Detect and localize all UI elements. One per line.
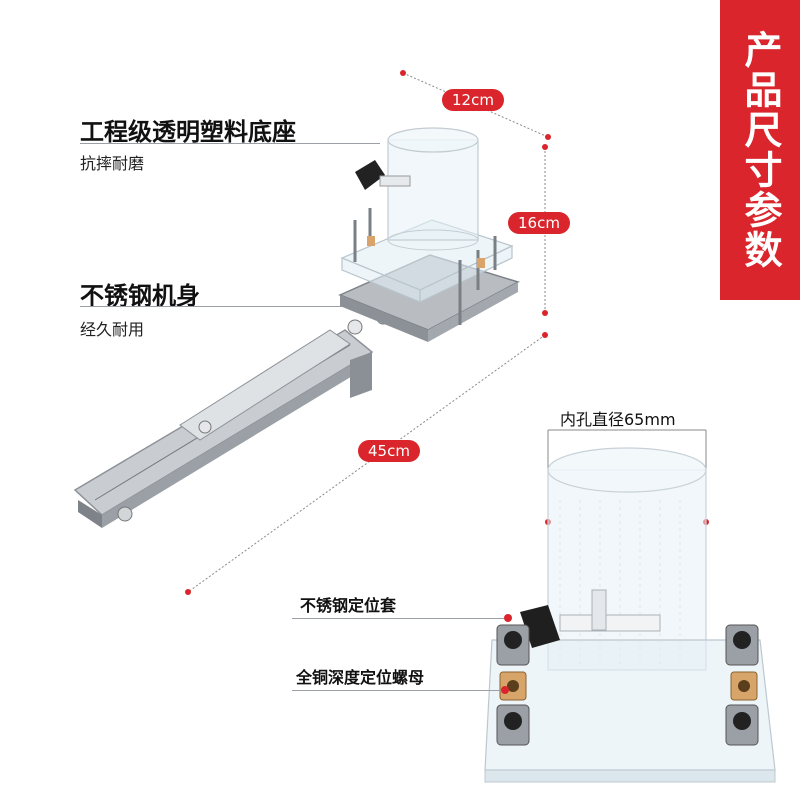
- inner-hole-label: 内孔直径65mm: [560, 410, 676, 429]
- closeup-sleeves: [496, 624, 759, 746]
- closeup-cylinder: [547, 447, 707, 672]
- dim-height-label: 16cm: [508, 212, 570, 234]
- closeup-knob: [520, 589, 661, 648]
- dim-width-label: 12cm: [442, 89, 504, 111]
- callout-sleeve: 不锈钢定位套: [300, 596, 397, 615]
- feature-body-subtitle: 经久耐用: [80, 320, 145, 339]
- brass-nuts: [367, 236, 485, 268]
- dim-length-label: 45cm: [358, 440, 420, 462]
- callout-nut: 全铜深度定位螺母: [296, 668, 425, 687]
- callout-sleeve-dot: [504, 614, 512, 622]
- dimension-dots: [185, 70, 551, 595]
- banner-title: 产品尺寸参数: [738, 30, 782, 270]
- steel-arm: [73, 311, 390, 528]
- feature-body-title: 不锈钢机身: [80, 282, 200, 310]
- feature-base-title: 工程级透明塑料底座: [80, 118, 296, 146]
- title-banner: 产品尺寸参数: [720, 0, 800, 300]
- callout-sleeve-rule: [292, 618, 504, 619]
- callout-nut-rule: [292, 690, 502, 691]
- closeup-base: [484, 639, 776, 783]
- callout-nut-dot: [501, 686, 509, 694]
- dimension-lines: [187, 72, 549, 593]
- feature-base-subtitle: 抗摔耐磨: [80, 154, 145, 173]
- feature-base-rule: [80, 143, 380, 144]
- feature-body-rule: [80, 306, 430, 307]
- lock-knob: [355, 160, 411, 190]
- clear-cylinder: [387, 127, 479, 251]
